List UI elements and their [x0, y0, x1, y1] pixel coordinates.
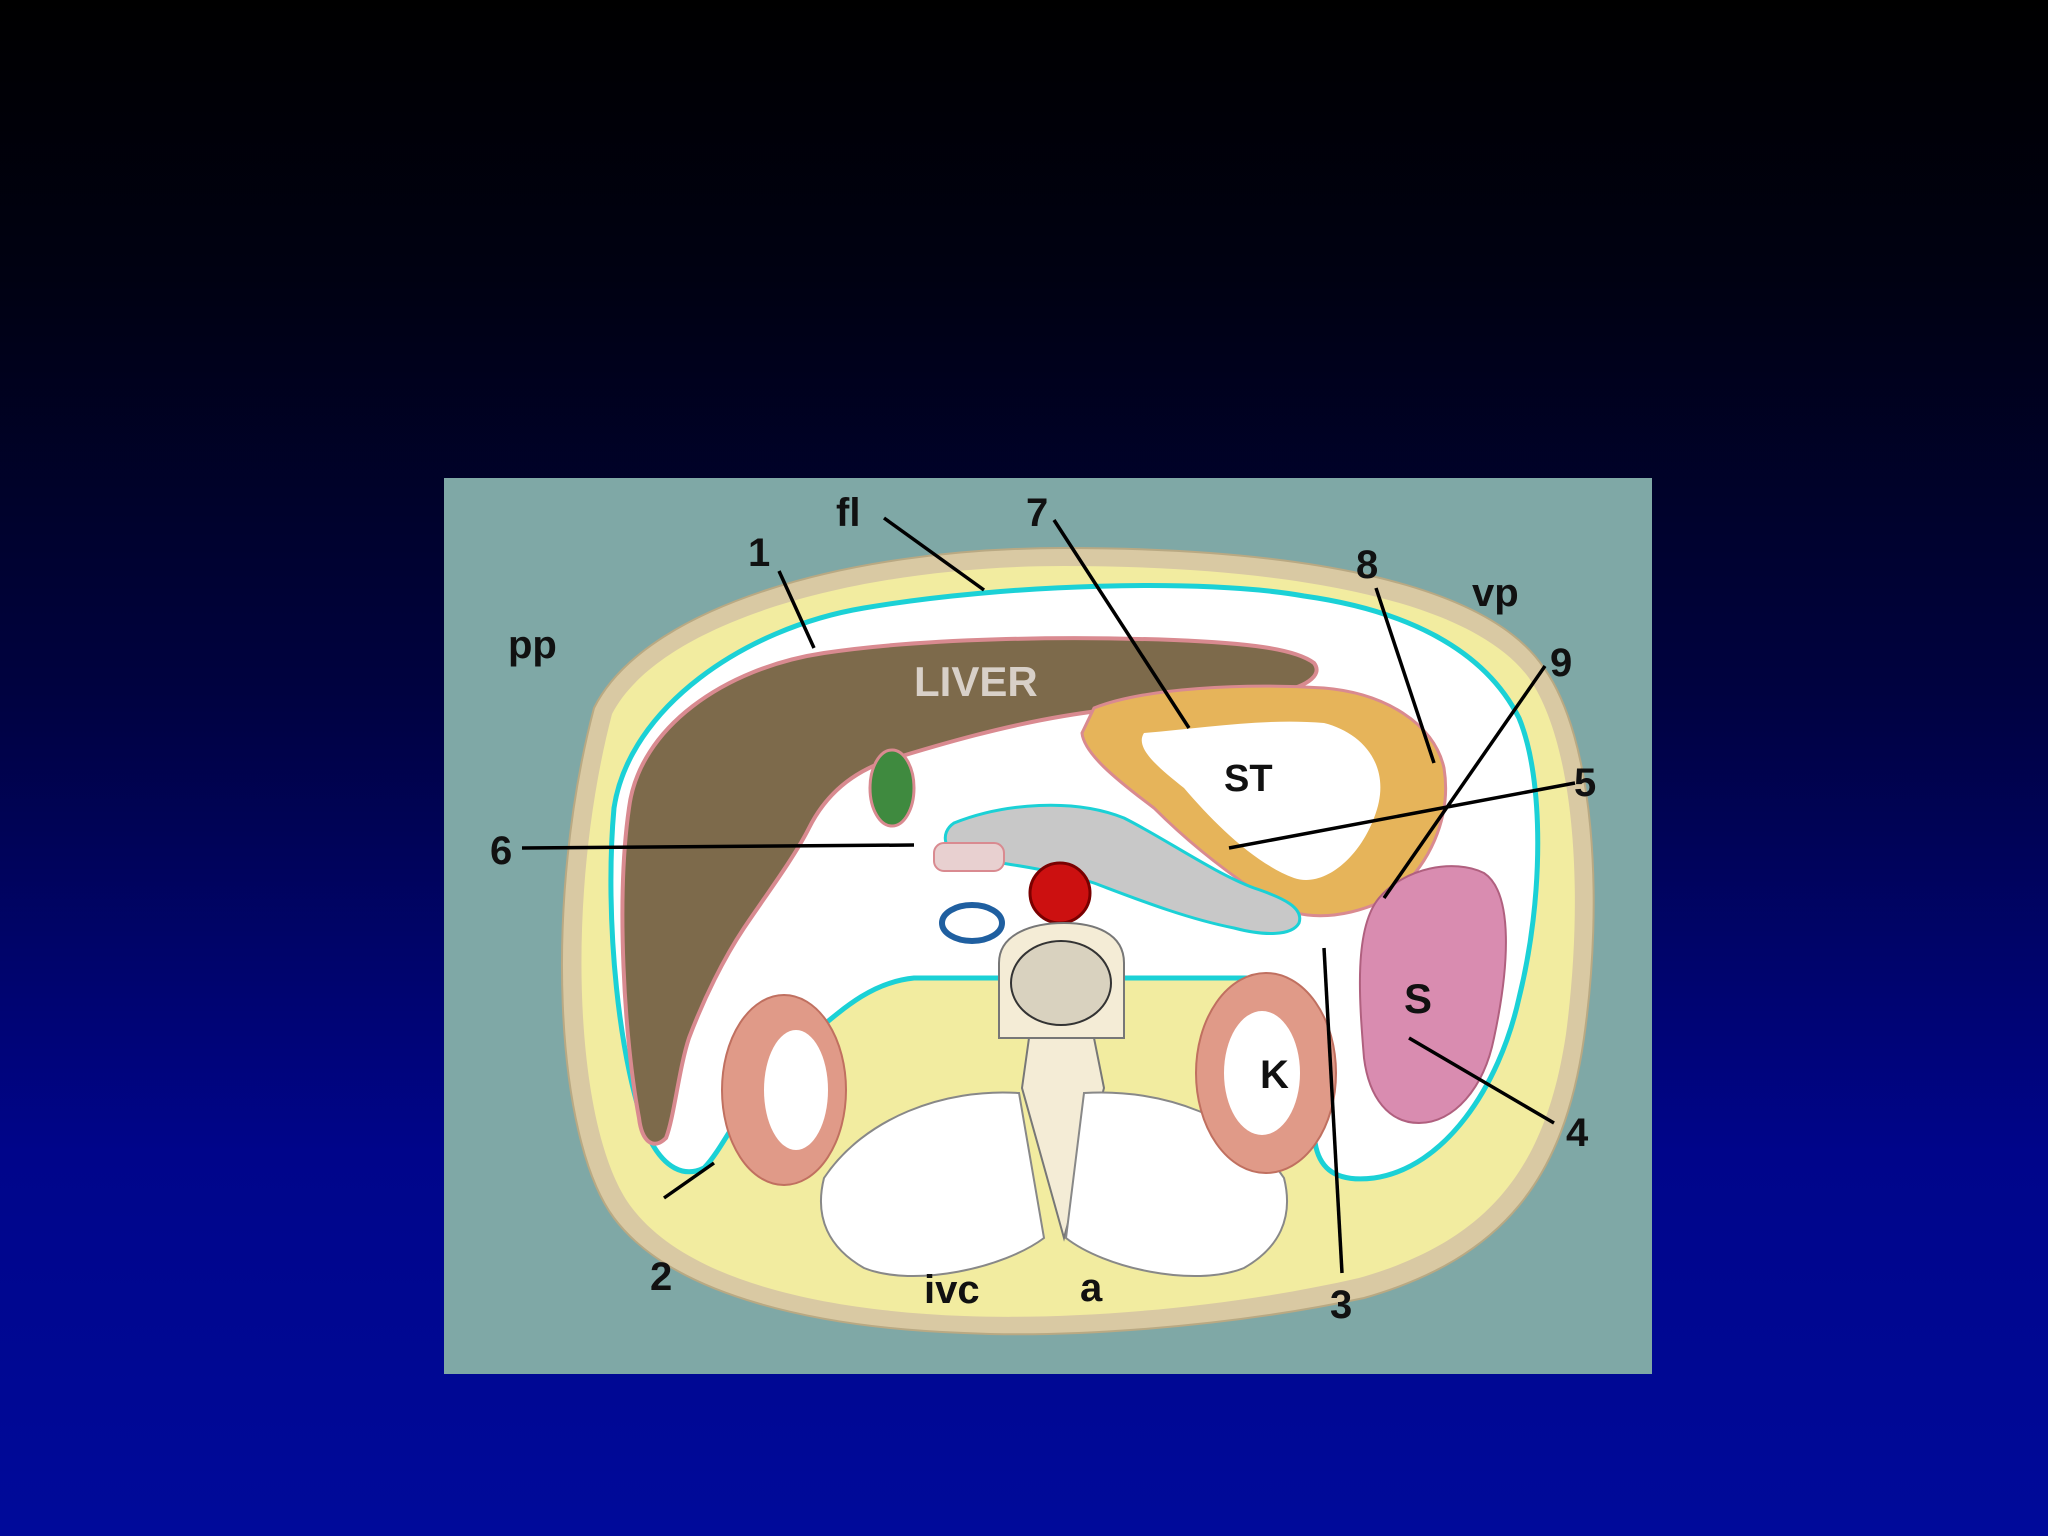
leader-3: [1322, 947, 1344, 1274]
ivc-vessel: [939, 902, 1005, 944]
label-5: 5: [1574, 761, 1596, 805]
label-6: 6: [490, 829, 512, 873]
stomach-label: ST: [1224, 758, 1273, 800]
leader-fl: [882, 516, 986, 592]
liver: [620, 636, 1319, 1146]
aorta-vessel: [1028, 861, 1092, 925]
label-4: 4: [1566, 1111, 1589, 1155]
label-7: 7: [1026, 491, 1048, 535]
leader-7: [1052, 519, 1191, 729]
spleen: [1358, 865, 1507, 1125]
pancreas: [943, 803, 1302, 935]
pp-label: pp: [508, 623, 557, 667]
kidney-left-sinus: [764, 1030, 828, 1150]
label-8: 8: [1356, 543, 1378, 587]
leader-6: [521, 843, 915, 850]
leader-1: [777, 570, 816, 649]
liver-label: LIVER: [914, 658, 1038, 705]
leader-9: [1382, 665, 1547, 899]
vertebral-body-trabecular: [1010, 940, 1112, 1026]
spleen-label: S: [1404, 975, 1432, 1022]
kidney-label: K: [1260, 1053, 1289, 1097]
leader-8: [1374, 587, 1436, 764]
gallbladder: [868, 748, 916, 828]
label-9: 9: [1550, 641, 1572, 685]
stomach-lumen: [1141, 721, 1381, 880]
aorta-label: a: [1080, 1266, 1103, 1310]
label-2: 2: [650, 1255, 672, 1299]
kidney-right-sinus: [1224, 1011, 1300, 1135]
paraspinal-muscle-left: [819, 1091, 1046, 1278]
leader-4: [1408, 1036, 1555, 1125]
label-1: 1: [748, 531, 770, 575]
vp-label: vp: [1472, 571, 1519, 615]
duodenum: [933, 842, 1005, 872]
figure-panel: LIVER ST S K ivc a pp vp fl 1 2 3 4 5 6 …: [444, 478, 1652, 1374]
abdominal-cross-section-diagram: LIVER ST S K ivc a pp vp fl 1 2 3 4 5 6 …: [490, 491, 1596, 1336]
ivc-label: ivc: [924, 1268, 980, 1312]
leader-5: [1228, 781, 1576, 850]
label-3: 3: [1330, 1283, 1352, 1327]
fl-label: fl: [836, 491, 860, 535]
leader-2: [662, 1161, 716, 1200]
